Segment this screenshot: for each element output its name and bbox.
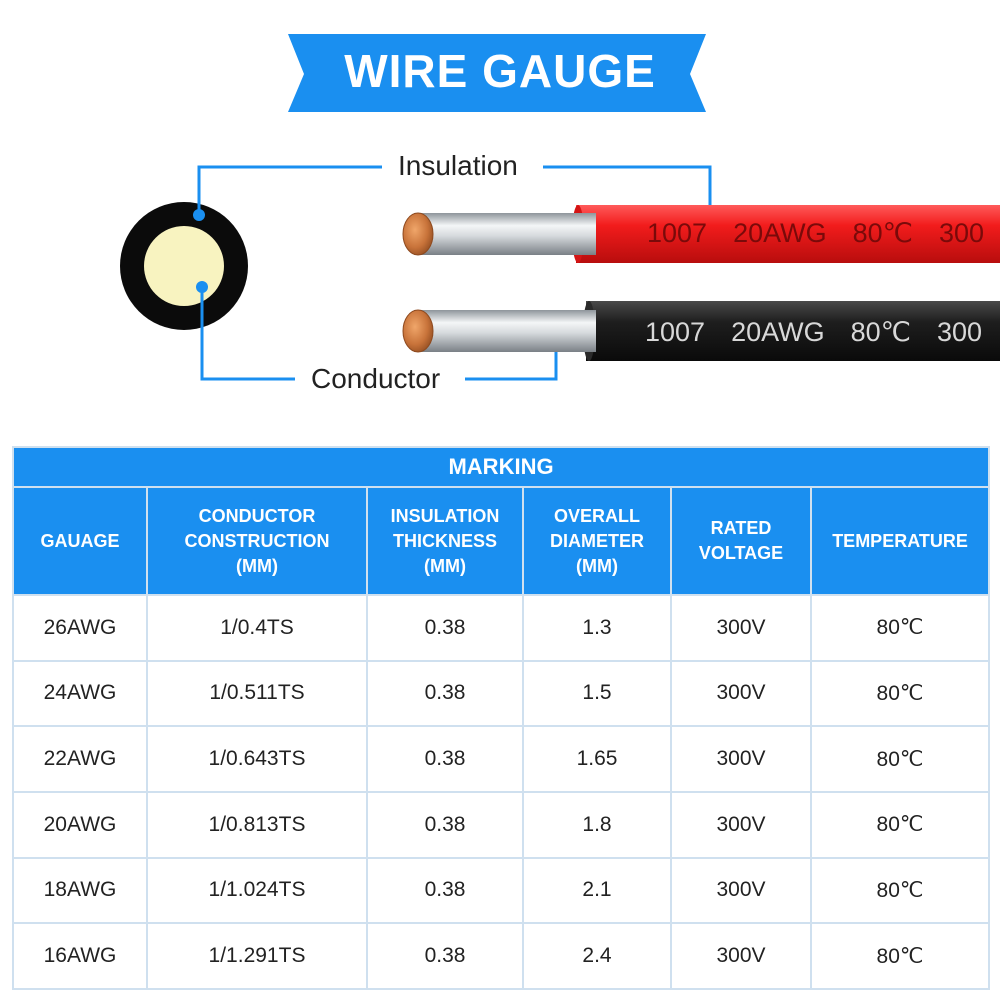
black-print-code: 1007 (645, 317, 706, 347)
conductor-callout (200, 287, 558, 381)
insulation-callout (197, 165, 712, 215)
cell-temperature: 80℃ (809, 922, 991, 990)
cell-voltage: 300V (670, 659, 812, 728)
red-print-voltage: 300 (938, 218, 985, 248)
cell-voltage: 300V (670, 856, 812, 925)
insulation-callout-dot (193, 209, 205, 221)
header-line: THICKNESS (392, 530, 497, 551)
cell-insulation: 0.38 (366, 856, 524, 925)
red-wire-strand (414, 213, 596, 255)
cell-diameter: 2.1 (522, 856, 672, 925)
cell-insulation: 0.38 (366, 594, 524, 662)
red-print-code: 1007 (647, 218, 708, 248)
red-wire-insulation (576, 205, 1000, 263)
cell-voltage: 300V (670, 790, 812, 859)
cell-diameter: 1.5 (522, 659, 672, 728)
black-print-temp: 80℃ (850, 317, 911, 347)
red-print-temp: 80℃ (852, 218, 913, 248)
cell-insulation: 0.38 (366, 725, 524, 793)
cell-diameter: 1.65 (522, 725, 672, 793)
cell-insulation: 0.38 (366, 659, 524, 728)
cell-gauge: 24AWG (12, 659, 148, 728)
insulation-label: Insulation (398, 150, 518, 181)
black-print-gauge: 20AWG (731, 317, 825, 347)
cell-gauge: 18AWG (12, 856, 148, 925)
cell-gauge: 22AWG (12, 725, 148, 793)
cell-voltage: 300V (670, 725, 812, 793)
cell-voltage: 300V (670, 594, 812, 662)
header-gauge: GAUAGE (12, 486, 148, 596)
cell-temperature: 80℃ (809, 725, 991, 793)
header-line: RATED (710, 518, 772, 538)
wire-spec-table: MARKING GAUAGE CONDUCTOR CONSTRUCTION (M… (11, 446, 991, 990)
cell-gauge: 16AWG (12, 922, 148, 990)
cell-voltage: 300V (670, 922, 812, 990)
red-wire-print: 1007 20AWG 80℃ 300 (647, 218, 1000, 249)
conductor-cross-section (144, 226, 224, 306)
black-wire-insulation (586, 301, 1000, 361)
table-row: 16AWG 1/1.291TS 0.38 2.4 300V 80℃ (12, 922, 991, 990)
table-row: 26AWG 1/0.4TS 0.38 1.3 300V 80℃ (12, 594, 991, 662)
header-temperature: TEMPERATURE (809, 486, 991, 596)
header-line: DIAMETER (550, 530, 644, 551)
header-line: TEMPERATURE (832, 530, 968, 551)
header-overall-diameter: OVERALL DIAMETER (MM) (522, 486, 672, 596)
cell-temperature: 80℃ (809, 594, 991, 662)
red-wire-copper-tip (402, 212, 434, 256)
black-print-voltage: 300 (936, 317, 983, 347)
cell-temperature: 80℃ (809, 659, 991, 728)
cell-temperature: 80℃ (809, 790, 991, 859)
cell-gauge: 26AWG (12, 594, 148, 662)
table-row: 24AWG 1/0.511TS 0.38 1.5 300V 80℃ (12, 659, 991, 728)
header-line: (MM) (576, 555, 618, 576)
cell-construction: 1/0.4TS (146, 594, 368, 662)
cell-insulation: 0.38 (366, 922, 524, 990)
cell-construction: 1/1.291TS (146, 922, 368, 990)
table-row: 20AWG 1/0.813TS 0.38 1.8 300V 80℃ (12, 790, 991, 859)
title-banner (288, 34, 706, 112)
cell-gauge: 20AWG (12, 790, 148, 859)
table-header-row: GAUAGE CONDUCTOR CONSTRUCTION (MM) INSUL… (12, 486, 991, 596)
header-line: (MM) (424, 555, 466, 576)
cell-insulation: 0.38 (366, 790, 524, 859)
header-line: OVERALL (553, 505, 640, 526)
table-title: MARKING (11, 446, 991, 488)
cell-diameter: 1.3 (522, 594, 672, 662)
table-row: 22AWG 1/0.643TS 0.38 1.65 300V 80℃ (12, 725, 991, 793)
header-line: CONDUCTOR (198, 505, 316, 526)
cell-diameter: 1.8 (522, 790, 672, 859)
cell-construction: 1/0.813TS (146, 790, 368, 859)
black-wire-copper-tip (402, 309, 434, 353)
cell-diameter: 2.4 (522, 922, 672, 990)
header-line: VOLTAGE (698, 543, 784, 563)
red-print-gauge: 20AWG (733, 218, 827, 248)
conductor-callout-dot (196, 281, 208, 293)
cell-construction: 1/0.643TS (146, 725, 368, 793)
black-wire-print: 1007 20AWG 80℃ 300 (645, 317, 1000, 348)
page-title: WIRE GAUGE (344, 45, 656, 97)
cell-temperature: 80℃ (809, 856, 991, 925)
header-line: CONSTRUCTION (184, 530, 330, 551)
black-wire-strand (414, 310, 596, 352)
wire-diagram (120, 34, 1000, 381)
header-line: INSULATION (390, 505, 500, 526)
header-line: (MM) (236, 555, 278, 576)
conductor-label: Conductor (311, 363, 441, 394)
header-insulation-thickness: INSULATION THICKNESS (MM) (366, 486, 524, 596)
header-conductor-construction: CONDUCTOR CONSTRUCTION (MM) (146, 486, 368, 596)
cell-construction: 1/0.511TS (146, 659, 368, 728)
header-gauge-line: GAUAGE (40, 530, 120, 551)
table-row: 18AWG 1/1.024TS 0.38 2.1 300V 80℃ (12, 856, 991, 925)
cell-construction: 1/1.024TS (146, 856, 368, 925)
header-rated-voltage: RATED VOLTAGE (670, 486, 812, 596)
